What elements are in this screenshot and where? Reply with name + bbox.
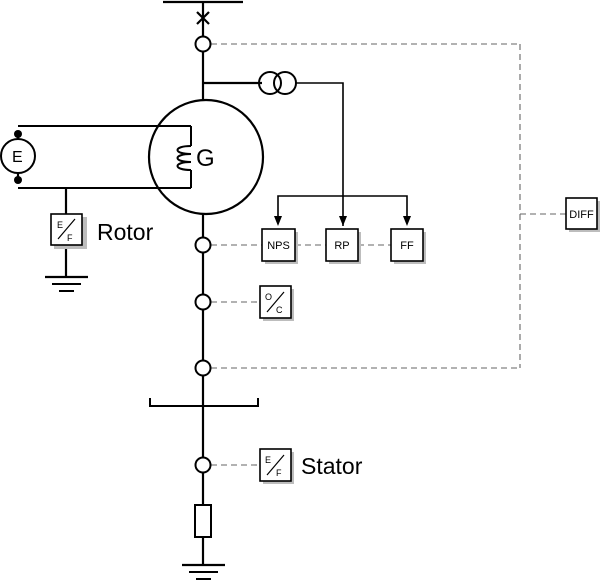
rp-relay: RP [325, 228, 361, 264]
earth-ground-icon [182, 563, 225, 580]
svg-text:DIFF: DIFF [569, 209, 594, 221]
current-transformer-icon [194, 359, 212, 377]
rotor-label: Rotor [97, 219, 154, 245]
svg-text:NPS: NPS [267, 240, 290, 252]
arrow-icon [274, 216, 411, 226]
current-transformer-icon [194, 293, 212, 311]
generator-label: G [196, 145, 215, 172]
vt-to-rp-line [296, 82, 344, 226]
svg-text:E: E [265, 455, 271, 465]
svg-text:RP: RP [334, 240, 349, 252]
earth-ground-icon [45, 275, 88, 292]
diff-relay: DIFF [565, 197, 600, 232]
generator-icon [147, 98, 265, 216]
svg-text:C: C [276, 305, 283, 315]
earthing-resistor-icon [194, 504, 212, 538]
rotor-field-leads [18, 125, 176, 189]
nps-relay: NPS [261, 228, 298, 264]
exciter-icon [0, 138, 36, 174]
differential-dashed-link [211, 43, 566, 369]
current-transformer-icon [194, 236, 212, 254]
exciter-label: E [12, 149, 23, 166]
overcurrent-relay: O C [259, 285, 294, 321]
voltage-transformer-icon [258, 71, 297, 95]
current-transformer-icon [194, 456, 212, 474]
brush-icon [14, 130, 22, 138]
stator-ef-relay: E F [259, 448, 294, 484]
field-winding-icon [176, 125, 192, 189]
zone-bracket [149, 398, 259, 407]
rotor-ef-relay: E F [50, 213, 87, 249]
svg-text:O: O [265, 292, 272, 302]
svg-text:F: F [276, 468, 282, 478]
current-transformer-icon [194, 35, 212, 53]
svg-text:F: F [67, 233, 73, 243]
stator-label: Stator [301, 453, 363, 479]
svg-text:E: E [57, 220, 63, 230]
vt-distribution-line [277, 195, 408, 218]
svg-text:FF: FF [400, 240, 414, 252]
brush-icon [14, 176, 22, 184]
ff-relay: FF [390, 228, 426, 264]
